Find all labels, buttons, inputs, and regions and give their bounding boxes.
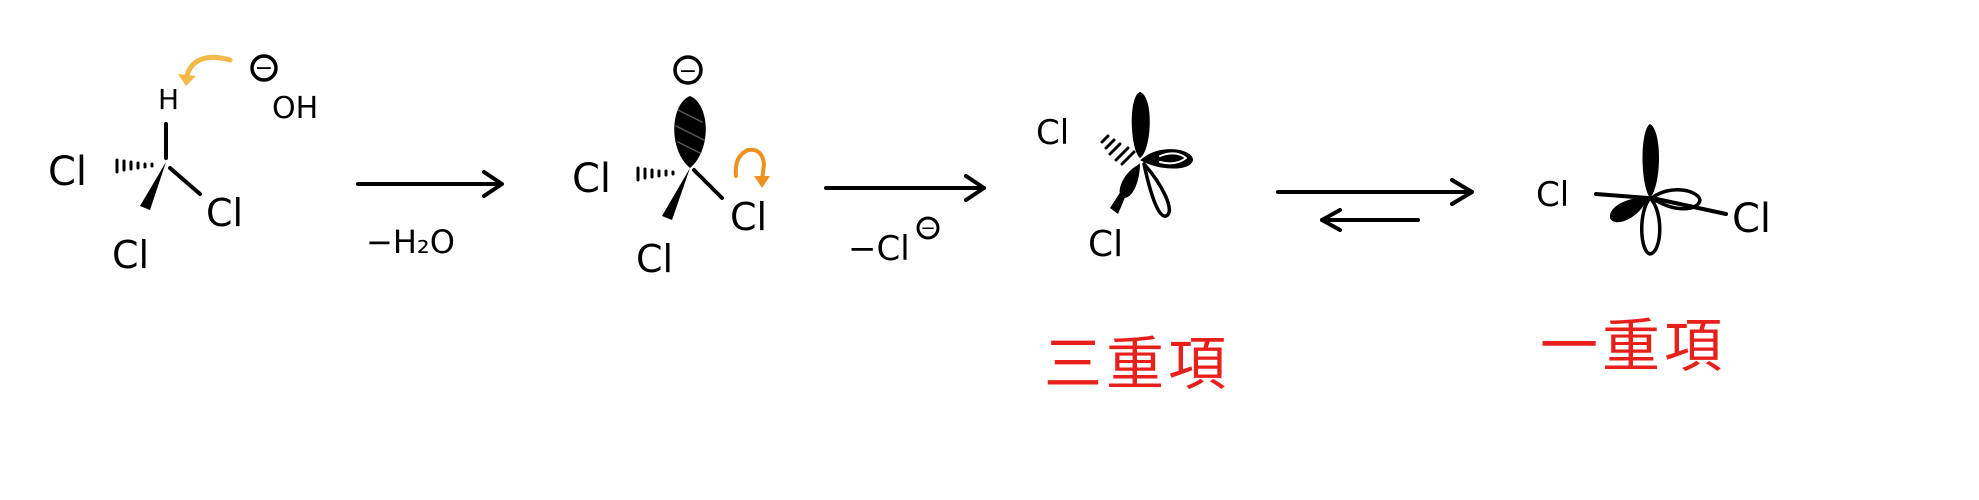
triplet-label: 三重項 <box>1044 330 1230 398</box>
curved-arrow-chloride-loss <box>733 147 770 188</box>
equilibrium-arrows <box>1276 178 1474 232</box>
molecule-trichloromethyl-anion: − Cl Cl Cl <box>572 55 770 281</box>
reaction-arrow-1: −H₂O <box>356 170 504 261</box>
cl-right-label: Cl <box>1732 196 1771 242</box>
cl-left-label: Cl <box>572 156 611 202</box>
cl-bottom-label: Cl <box>636 237 673 281</box>
orbital-lobe-right <box>1650 188 1702 211</box>
sp2-orbital-up <box>1642 124 1659 198</box>
negative-charge-circle <box>250 54 278 82</box>
cl-left-label: Cl <box>48 149 87 195</box>
hydroxide-label: OH <box>272 91 318 126</box>
hashed-bond-left <box>115 158 154 174</box>
cl-bottom-label: Cl <box>1088 224 1123 265</box>
hydroxide-charge: − <box>255 56 273 81</box>
bond-right <box>1650 196 1728 216</box>
anion-charge-circle <box>673 55 703 85</box>
hydrogen-label: H <box>158 83 179 116</box>
orbital-lobe-left <box>1609 197 1648 223</box>
wedge-bond-down <box>662 168 690 220</box>
cl-right-label: Cl <box>206 191 243 235</box>
chloride-charge: − <box>920 218 935 239</box>
cl-top-label: Cl <box>1036 113 1069 153</box>
singlet-label: 一重項 <box>1540 312 1726 380</box>
orbital-lobe-down <box>1142 162 1172 218</box>
p-orbital-down <box>1640 196 1662 256</box>
cl-left-label: Cl <box>1536 175 1569 215</box>
bond-right <box>168 166 202 196</box>
bond-left <box>1594 192 1650 200</box>
chloride-charge-circle <box>916 216 940 240</box>
reaction-arrow-2: −Cl − <box>824 174 986 269</box>
molecule-singlet-carbene: Cl Cl 一重項 <box>1536 124 1771 380</box>
p-orbital-vertical <box>1131 92 1150 158</box>
hashed-bond-upper-left <box>1100 134 1136 166</box>
molecule-triplet-carbene: Cl Cl 三重項 <box>1036 92 1230 398</box>
molecule-chloroform: H Cl Cl Cl <box>48 83 243 277</box>
arrow-2-label: −Cl <box>848 229 910 269</box>
wedge-bond-down <box>140 162 166 210</box>
anion-charge: − <box>679 59 697 84</box>
arrow-1-label: −H₂O <box>366 223 455 261</box>
cl-bottom-label: Cl <box>112 233 149 277</box>
bond-right <box>692 168 724 200</box>
curved-arrow-deprotonation <box>178 54 233 86</box>
hashed-bond-left <box>636 166 675 182</box>
hydroxide-ion: − OH <box>250 54 318 126</box>
wedge-bond-lower <box>1110 162 1140 214</box>
cl-right-label: Cl <box>730 195 767 239</box>
lone-pair-orbital <box>674 96 706 168</box>
